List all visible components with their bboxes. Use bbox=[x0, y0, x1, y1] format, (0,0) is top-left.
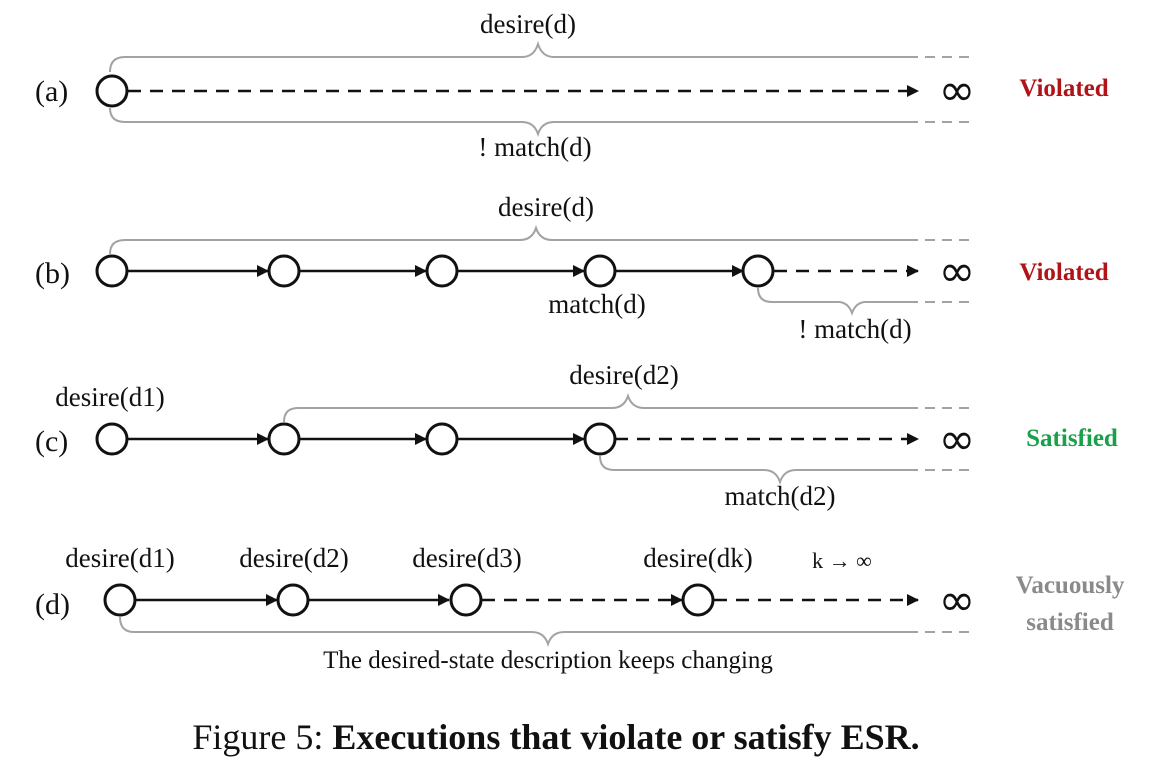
row-c: (c) desire(d1) desire(d2) ∞ match(d2) Sa… bbox=[35, 360, 1118, 511]
row-b: (b) desire(d) ∞ match(d) ! match(d) Viol… bbox=[35, 192, 1109, 344]
row-b-bottom-label: ! match(d) bbox=[798, 314, 911, 344]
row-a-top-brace bbox=[109, 40, 918, 73]
row-b-node-2 bbox=[267, 254, 301, 288]
row-a-infinity: ∞ bbox=[939, 65, 976, 116]
row-b-node-1 bbox=[95, 254, 129, 288]
row-c-bottom-brace bbox=[599, 455, 918, 486]
figure-caption: Figure 5: Executions that violate or sat… bbox=[192, 717, 919, 757]
row-b-node-4 bbox=[583, 254, 617, 288]
row-a-state-node bbox=[95, 74, 129, 108]
row-c-node-2 bbox=[267, 422, 301, 456]
row-c-label: (c) bbox=[35, 425, 68, 458]
row-a-label: (a) bbox=[35, 75, 68, 108]
row-a-bottom-label: ! match(d) bbox=[478, 132, 591, 162]
row-b-node-5 bbox=[741, 254, 775, 288]
row-d-verdict-line-1: Vacuously bbox=[1016, 572, 1125, 599]
row-b-bottom-brace bbox=[757, 287, 918, 316]
row-d-node-2-label: desire(d2) bbox=[239, 543, 348, 573]
row-c-node-4 bbox=[583, 422, 617, 456]
row-c-top-label: desire(d2) bbox=[569, 360, 678, 390]
row-d-node-k-label: desire(dk) bbox=[643, 543, 752, 573]
row-b-verdict: Violated bbox=[1019, 259, 1108, 286]
row-d-node-1 bbox=[103, 583, 137, 617]
row-b-top-label: desire(d) bbox=[498, 192, 594, 222]
row-a-bottom-brace bbox=[109, 107, 918, 138]
row-d-node-1-label: desire(d1) bbox=[65, 543, 174, 573]
row-a-top-label: desire(d) bbox=[480, 9, 576, 39]
row-d-node-3-label: desire(d3) bbox=[412, 543, 521, 573]
row-c-infinity: ∞ bbox=[939, 414, 976, 465]
row-a: (a) desire(d) ∞ ! match(d) Violated bbox=[35, 9, 1109, 162]
row-d-bottom-label: The desired-state description keeps chan… bbox=[323, 647, 773, 674]
row-b-infinity: ∞ bbox=[939, 246, 976, 297]
row-c-top-brace bbox=[283, 392, 918, 423]
row-d-node-2 bbox=[276, 583, 310, 617]
row-d-node-k bbox=[681, 583, 715, 617]
row-d: (d) desire(d1) desire(d2) desire(d3) des… bbox=[35, 543, 1125, 674]
row-d-limit-label: k → ∞ bbox=[812, 548, 872, 573]
row-c-bottom-label: match(d2) bbox=[725, 481, 836, 511]
row-c-node-3 bbox=[425, 422, 459, 456]
row-c-verdict: Satisfied bbox=[1026, 425, 1118, 452]
caption-title: Executions that violate or satisfy ESR. bbox=[332, 717, 919, 757]
row-d-infinity: ∞ bbox=[939, 575, 976, 626]
row-c-left-label: desire(d1) bbox=[55, 382, 164, 412]
row-b-match-label: match(d) bbox=[548, 289, 645, 319]
row-b-node-3 bbox=[425, 254, 459, 288]
row-d-verdict-line-2: satisfied bbox=[1026, 609, 1114, 636]
row-c-node-1 bbox=[95, 422, 129, 456]
row-a-verdict: Violated bbox=[1019, 75, 1108, 102]
row-b-top-brace bbox=[109, 224, 918, 255]
caption-prefix: Figure 5: bbox=[192, 717, 332, 757]
row-b-label: (b) bbox=[35, 257, 70, 290]
row-d-bottom-brace bbox=[119, 616, 918, 648]
row-d-label: (d) bbox=[35, 588, 70, 621]
row-d-node-3 bbox=[449, 583, 483, 617]
